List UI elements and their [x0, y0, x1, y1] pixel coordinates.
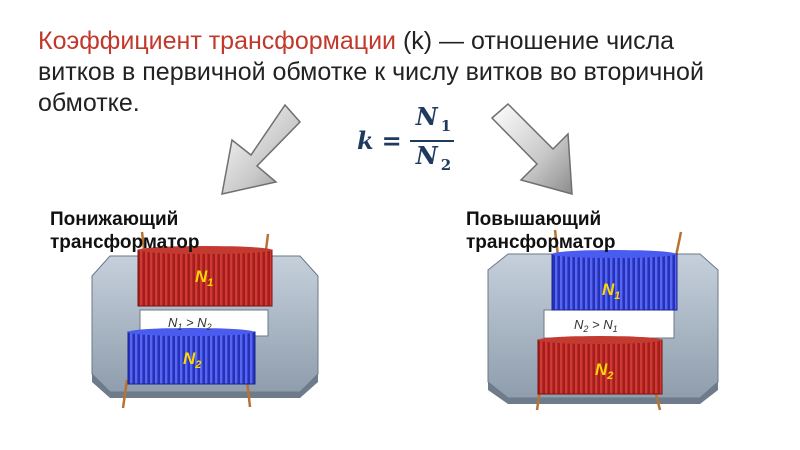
arrow-right-icon	[490, 102, 573, 196]
left-wire-3	[121, 379, 129, 409]
right-primary-coil	[551, 250, 678, 311]
step-up-transformer: N1 N2 N2 > N1	[487, 229, 719, 411]
right-wire-2	[674, 231, 683, 257]
step-down-transformer: N1 N2 N1 > N2	[91, 231, 319, 409]
definition-symbol: (k)	[396, 27, 433, 55]
step-up-label: Повышающий трансформатор	[466, 209, 616, 253]
right-bottom-coil-label: N2	[595, 360, 613, 382]
right-ratio-label: N2 > N1	[574, 317, 618, 334]
right-wire-1	[553, 229, 560, 257]
definition-text: Коэффициент трансформации (k) — отношени…	[38, 26, 738, 119]
right-secondary-coil	[537, 336, 663, 395]
step-down-label: Понижающий трансформатор	[50, 209, 200, 253]
left-secondary-coil	[127, 328, 256, 385]
left-bottom-coil-label: N2	[183, 349, 201, 371]
formula-k: k	[357, 126, 374, 156]
definition-rest: — отношение числа витков в первичной обм…	[38, 27, 704, 117]
left-ratio-label: N1 > N2	[168, 315, 212, 332]
arrow-left-icon	[221, 103, 302, 195]
formula-equals: =	[381, 126, 402, 156]
right-top-coil-label: N1	[602, 280, 620, 302]
left-top-coil-label: N1	[195, 267, 213, 289]
definition-term: Коэффициент трансформации	[38, 27, 396, 55]
left-primary-coil	[137, 246, 273, 307]
